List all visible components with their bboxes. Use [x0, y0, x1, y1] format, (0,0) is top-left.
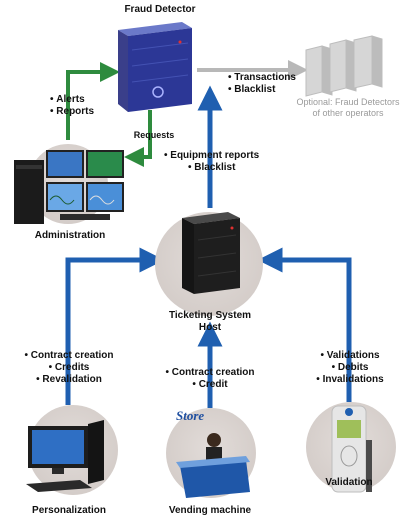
vending-machine-title: Vending machine: [168, 505, 252, 516]
administration-title: Administration: [34, 230, 106, 241]
flow-label-requests: Requests: [133, 130, 175, 140]
ticketing-host-title: Ticketing System Host: [168, 310, 252, 333]
host-backdrop: [155, 212, 263, 316]
other-operators-label: Optional: Fraud Detectors of other opera…: [296, 97, 400, 118]
flow-label-vending: Contract creation Credit: [155, 367, 265, 391]
store-sign: Store: [176, 408, 205, 423]
flow-label-validation: Validations Debits Invalidations: [310, 350, 390, 386]
flow-label-personalization: Contract creation Credits Revalidation: [14, 350, 124, 386]
flow-label-alerts-reports: Alerts Reports: [50, 94, 94, 118]
arrow-fraud-to-admin: [124, 110, 152, 167]
flow-label-transactions: Transactions Blacklist: [228, 72, 296, 96]
flow-label-equipment-reports: Equipment reports Blacklist: [164, 150, 259, 174]
validation-title: Validation: [325, 477, 373, 488]
personalization-backdrop: [28, 405, 118, 495]
fraud-detector-title: Fraud Detector: [124, 4, 196, 15]
administration-backdrop: [28, 144, 108, 224]
personalization-title: Personalization: [32, 505, 106, 516]
